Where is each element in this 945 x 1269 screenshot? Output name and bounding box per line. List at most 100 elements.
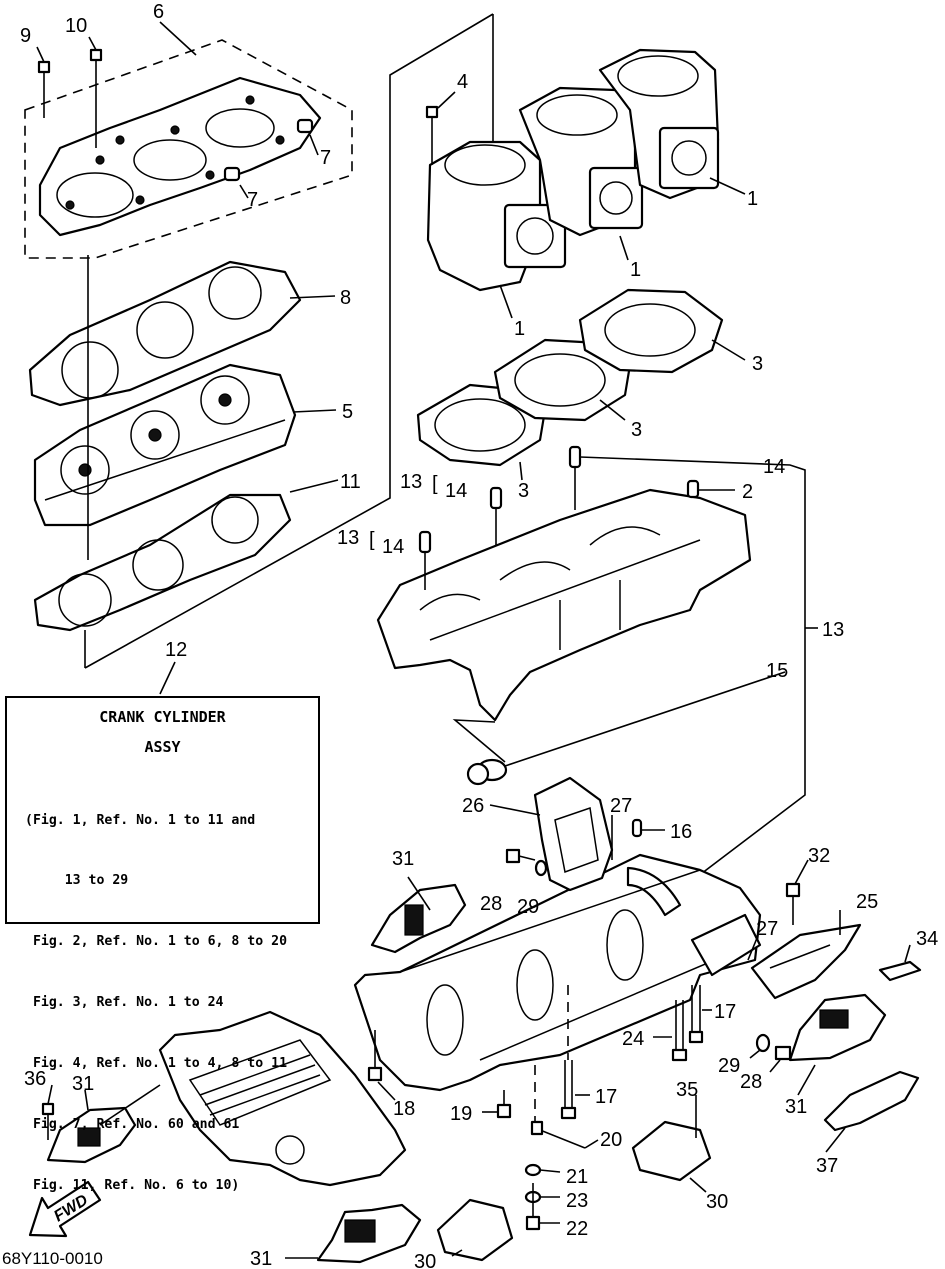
bolt-18	[367, 1066, 383, 1082]
legend-line: 13 to 29	[25, 873, 129, 889]
lower-crankcase	[353, 853, 762, 1092]
pad-37	[823, 1070, 920, 1132]
engine-mount-31-bottom	[316, 1203, 422, 1264]
mount-bracket-25	[750, 923, 862, 1000]
crankcase-bracket-13	[579, 456, 806, 906]
lower-housing	[158, 1010, 407, 1187]
mount-bracket-26	[533, 776, 614, 892]
callout-13-right: 13	[822, 619, 844, 641]
callout-31-upper: 31	[392, 848, 414, 870]
callout-7-upper: 7	[320, 147, 331, 169]
plate-34	[878, 960, 922, 982]
engine-mount-31-left	[46, 1106, 137, 1164]
callout-18: 18	[393, 1098, 415, 1120]
bolt-28-lower	[774, 1045, 792, 1061]
legend-line: Fig. 3, Ref. No. 1 to 24	[25, 995, 224, 1011]
bolt-24	[671, 1000, 688, 1062]
bolt-9	[37, 60, 51, 118]
callout-2: 2	[742, 481, 753, 503]
callout-35: 35	[676, 1079, 698, 1101]
callout-11: 11	[340, 471, 361, 493]
diagram-code: 68Y110-0010	[2, 1249, 103, 1268]
legend-line: Fig. 2, Ref. No. 1 to 6, 8 to 20	[25, 934, 288, 950]
legend-lines: (Fig. 1, Ref. No. 1 to 11 and 13 to 29 F…	[25, 770, 287, 1237]
callout-4: 4	[457, 71, 468, 93]
callout-15: 15	[766, 660, 788, 682]
callout-9: 9	[20, 25, 31, 47]
bolt-22	[525, 1183, 541, 1231]
callout-31-bottom: 31	[250, 1248, 272, 1269]
callout-6: 6	[153, 1, 164, 23]
callout-1-front: 1	[514, 318, 525, 340]
callout-22: 22	[566, 1218, 588, 1240]
callout-28-upper: 28	[480, 893, 502, 915]
dowel-14-low	[418, 530, 432, 554]
head-gasket-8	[28, 260, 302, 407]
head-group-bracket	[84, 13, 494, 669]
dowel-2	[686, 479, 700, 499]
cylinder-head-cover	[38, 76, 322, 237]
cylinder-middle	[518, 86, 644, 237]
callout-32: 32	[808, 845, 830, 867]
callout-31-right: 31	[785, 1096, 807, 1118]
upper-crankcase	[376, 488, 752, 722]
cover-30-bottom	[436, 1198, 514, 1262]
leader-lines	[36, 21, 911, 1259]
legend-line: Fig. 4, Ref. No. 1 to 4, 8 to 11	[25, 1056, 288, 1072]
bolt-32	[785, 882, 801, 925]
pipe-20	[530, 1120, 586, 1149]
legend-subtitle: ASSY	[144, 738, 181, 756]
callout-24: 24	[622, 1028, 644, 1050]
callout-14-upper: 14	[445, 480, 467, 502]
bolt-17-lower	[560, 1060, 577, 1120]
legend-line: Fig. 7, Ref. No. 60 and 61	[25, 1117, 240, 1133]
assembly-legend-box: CRANK CYLINDER ASSY (Fig. 1, Ref. No. 1 …	[5, 696, 320, 1193]
head-gasket-11	[33, 493, 292, 632]
callout-34: 34	[916, 928, 938, 950]
callout-labels: 9 10 6 7 7 8 5 11 12 4 1 1 1 3 3 3 14 2 …	[20, 1, 938, 1269]
stud-4	[425, 105, 439, 165]
washer-21	[524, 1163, 542, 1177]
callout-29-lower: 29	[718, 1055, 740, 1077]
callout-3-front: 3	[518, 480, 529, 502]
bolt-19	[496, 1103, 512, 1119]
callout-5: 5	[342, 401, 353, 423]
legend-title: CRANK CYLINDER	[99, 708, 226, 726]
cover-30-right	[631, 1120, 712, 1182]
callout-19: 19	[450, 1103, 472, 1125]
plug-7-lower	[223, 166, 241, 182]
callout-27-upper: 27	[610, 795, 632, 817]
cylinder-head-assembly-outline	[24, 39, 353, 259]
callout-36: 36	[24, 1068, 46, 1090]
base-gasket-middle	[493, 338, 632, 422]
callout-3-middle: 3	[631, 419, 642, 441]
callout-14-right: 14	[763, 456, 785, 478]
bolt-17-right	[688, 985, 704, 1044]
legend-line: Fig. 11, Ref. No. 6 to 10)	[25, 1177, 240, 1193]
callout-28-lower: 28	[740, 1071, 762, 1093]
washer-29-lower	[755, 1033, 771, 1053]
callout-16: 16	[670, 821, 692, 843]
callout-17-right: 17	[714, 1001, 736, 1023]
callout-10: 10	[65, 15, 87, 37]
callout-1-middle: 1	[630, 259, 641, 281]
engine-mount-31-right	[788, 993, 887, 1062]
legend-line: (Fig. 1, Ref. No. 1 to 11 and	[25, 812, 256, 828]
bolt-28-upper	[505, 848, 536, 864]
callout-13-lower: 13	[337, 527, 359, 549]
callout-7-lower: 7	[247, 189, 258, 211]
callout-26: 26	[462, 795, 484, 817]
cylinder-head-5	[33, 363, 297, 527]
plug-7-upper	[296, 118, 314, 134]
callout-13-upper: 13	[400, 471, 422, 493]
callout-25: 25	[856, 891, 878, 913]
callout-17-lower: 17	[595, 1086, 617, 1108]
callout-27-right: 27	[756, 918, 778, 940]
svg-text:[: [	[369, 529, 375, 551]
dowel-16	[631, 818, 643, 838]
callout-20: 20	[600, 1129, 622, 1151]
callout-30-right: 30	[706, 1191, 728, 1213]
engine-mount-31-upper	[370, 883, 467, 954]
dowel-14-top	[568, 445, 582, 469]
